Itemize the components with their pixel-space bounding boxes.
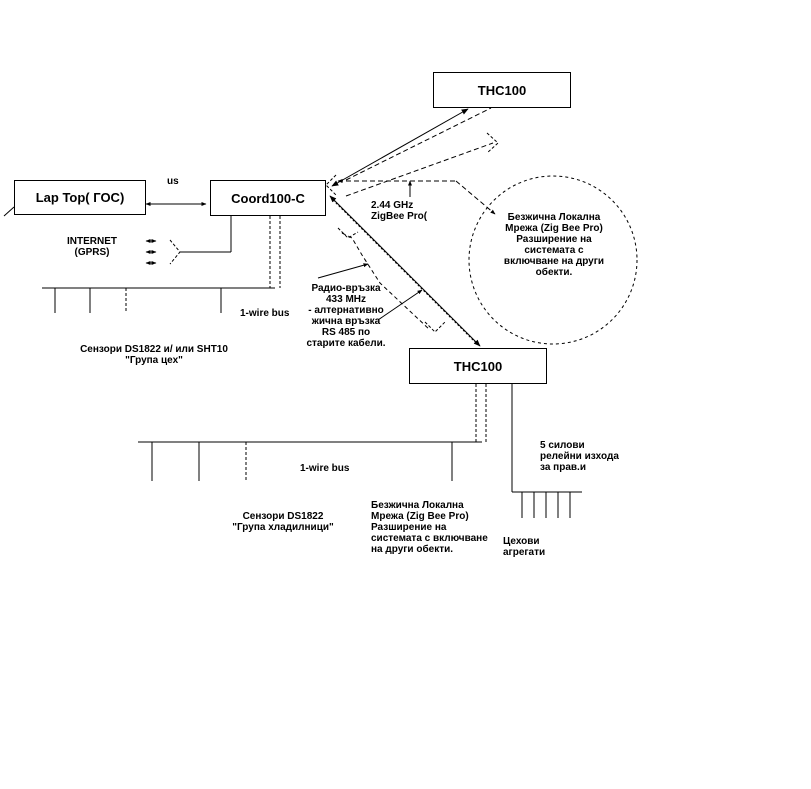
radio-label-arrow-2 (377, 289, 423, 321)
relays-label: 5 силови релейни изхода за прав.и (540, 440, 619, 473)
sensors-bottom-label: Сензори DS1822 "Група хладилници" (232, 511, 334, 533)
zigbee-freq-label: 2.44 GHz ZigBee Pro( (371, 200, 428, 222)
thc100-top-node[interactable]: THC100 (433, 72, 571, 108)
laptop-stub-line (3, 206, 15, 217)
coord-label: Coord100-C (231, 190, 305, 206)
coord-thc-top-link (331, 108, 469, 187)
gprs-antenna (169, 239, 181, 265)
thc-bottom-antenna (424, 321, 446, 333)
wireless-bottom-label: Безжична Локална Мрежа (Zig Bee Pro) Раз… (371, 500, 488, 555)
us-label: us (167, 176, 179, 187)
radio-label-arrow-1 (317, 263, 369, 279)
thc100-bottom-label: THC100 (453, 358, 503, 374)
coord-thc-bottom-link (329, 195, 481, 347)
internet-label: INTERNET (GPRS) (67, 236, 117, 258)
laptop-node[interactable]: Lap Top( ГОС) (14, 180, 146, 215)
wire-bus-top-label: 1-wire bus (240, 308, 290, 319)
coord-thc-bottom-link-2 (332, 199, 476, 343)
laptop-label: Lap Top( ГОС) (35, 190, 125, 205)
rs485-dashed (341, 232, 431, 331)
sensors-top-label: Сензори DS1822 и/ или SHT10 "Група цех" (80, 344, 228, 366)
radio-link-top-dashed (345, 107, 492, 181)
aggregates-label: Цехови агрегати (503, 536, 546, 558)
wireless-network-circle (468, 175, 638, 345)
zigbee-link-diagonal (455, 180, 496, 215)
coord-bottom-antenna (337, 227, 359, 239)
thc100-bottom-node[interactable]: THC100 (409, 348, 547, 384)
radio-link-top-dashed-2 (345, 142, 494, 197)
wire-bus-bottom-label: 1-wire bus (300, 463, 350, 474)
coord-node[interactable]: Coord100-C (210, 180, 326, 216)
radio-link-label: Радио-връзка 433 MHz - алтернативно жичн… (306, 283, 386, 349)
thc100-top-label: THC100 (477, 82, 527, 98)
wireless-circle-label: Безжична Локална Мрежа (Zig Bee Pro) Раз… (503, 212, 605, 278)
